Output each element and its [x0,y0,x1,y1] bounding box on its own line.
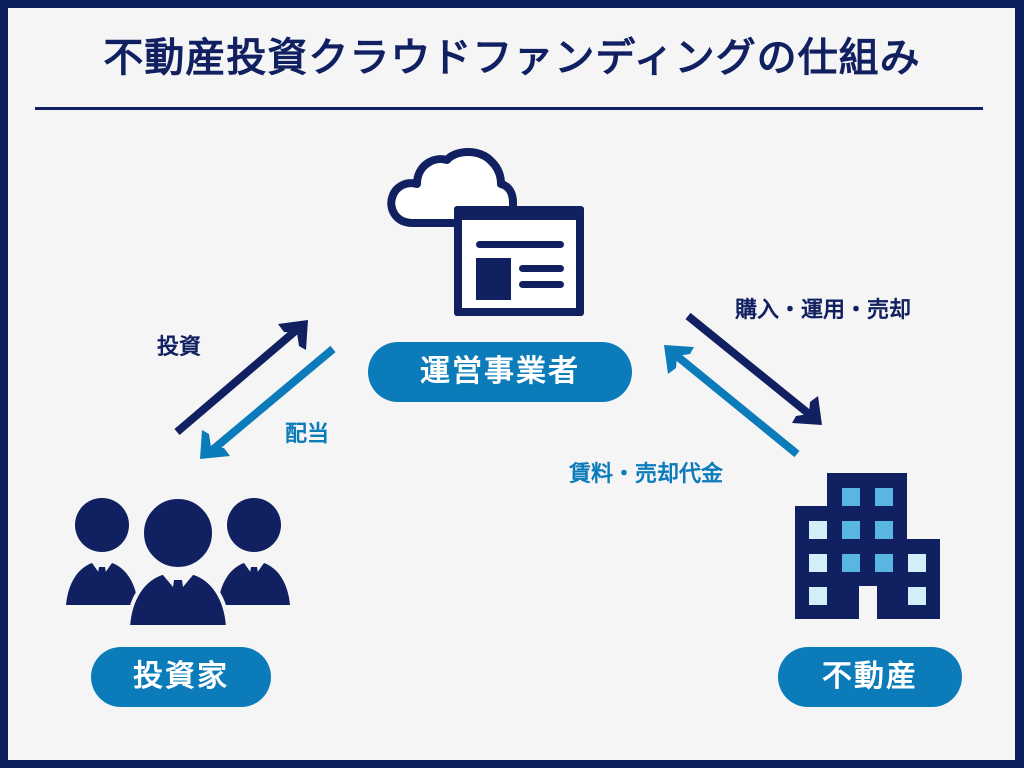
cloud-web-platform-icon [387,148,584,316]
text-line-icon [519,281,564,288]
windows-mid [842,488,893,572]
investors-label: 投資家 [133,659,229,694]
operator-node: 運営事業者 [368,342,632,402]
person-icon [125,495,231,629]
rent-sale-proceeds-label: 賃料・売却代金 [569,462,724,487]
person-icon [218,498,290,605]
dividend-label: 配当 [285,422,330,447]
cloud-icon [387,148,517,227]
building-body [795,473,940,619]
investment-arrow [174,320,308,436]
title-divider [35,107,983,110]
real-estate-label: 不動産 [822,659,918,694]
image-block-icon [476,258,511,300]
investors-node: 投資家 [91,647,271,707]
purchase-arrow [685,312,822,425]
page-title: 不動産投資クラウドファンディングの仕組み [103,35,921,81]
person-icon [66,498,138,605]
operator-label: 運営事業者 [420,354,580,389]
investment-label: 投資 [157,335,202,360]
purchase-operate-sell-label: 購入・運用・売却 [735,298,912,323]
office-building-icon [795,473,940,619]
windows-light [809,521,926,605]
text-line-icon [519,265,564,272]
dividend-arrow [200,345,336,459]
text-line-icon [476,241,564,248]
real-estate-node: 不動産 [778,647,962,707]
businesspeople-group-icon [66,495,290,629]
proceeds-arrow [664,345,800,458]
